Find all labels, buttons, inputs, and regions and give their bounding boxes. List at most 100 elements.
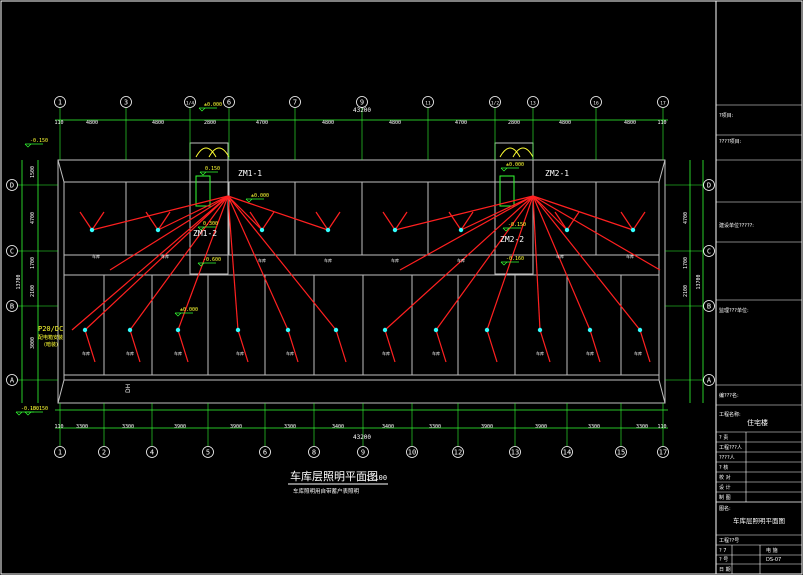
axis-label-top: 13 [530, 101, 536, 107]
axis-bubble-bottom [452, 446, 464, 458]
dim-text-top: 110 [54, 120, 63, 126]
dim-text-top: 4800 [152, 120, 164, 126]
room-label: 车库 [536, 350, 544, 356]
room-label: 车库 [258, 257, 266, 263]
room-label: 车库 [236, 350, 244, 356]
room-label: 车库 [391, 257, 399, 263]
wire [589, 329, 601, 363]
dim-text-top: 4700 [256, 120, 268, 126]
tb-row-key: 制 图 [719, 494, 731, 501]
elevation-text: ±0.000 [180, 307, 198, 313]
wire [145, 211, 159, 231]
tb-project-no: 工程??号 [719, 537, 739, 544]
wire [399, 195, 534, 271]
light-fixture [235, 327, 241, 333]
tb-phase-label: ? 7 [719, 548, 726, 554]
axis-bubble-bottom [259, 446, 271, 458]
wire [620, 211, 634, 231]
title-block [716, 104, 802, 574]
axis-bubble-top [590, 96, 602, 108]
axis-label-top: 7 [293, 99, 297, 107]
panel-label-zm2-1: ZM2-1 [545, 169, 569, 178]
wire [394, 211, 408, 231]
dim-text-top: 4800 [559, 120, 571, 126]
axis-bubble-side [703, 179, 715, 191]
elevation-text: -0.150 [30, 138, 48, 144]
stair-core-right [494, 142, 534, 275]
axis-label-bottom: 8 [312, 449, 316, 457]
room-label: 车库 [634, 350, 642, 356]
room-labels: 车库车库车库车库车库车库车库车库车库车库车库车库车库车库车库车库车库车库 [82, 253, 642, 356]
axis-label-bottom: 5 [206, 449, 210, 457]
axis-label-side: A [10, 377, 15, 385]
dim-text-top: 2800 [508, 120, 520, 126]
axis-bubble-bottom [509, 446, 521, 458]
axis-label-side: B [707, 303, 711, 311]
axis-label-top: 17 [660, 101, 666, 107]
dim-text-bottom: 3300 [636, 424, 648, 430]
wire [129, 195, 229, 331]
dim-text-bottom: 3300 [429, 424, 441, 430]
tb-drawing-label: 图名: [719, 505, 731, 512]
dim-text-bottom: 3900 [535, 424, 547, 430]
room-label: 车库 [92, 253, 100, 259]
wire [384, 195, 534, 331]
wire [632, 211, 646, 231]
room-partitions [103, 182, 622, 375]
light-fixture [127, 327, 133, 333]
panel-left-note: 配电箱安装 [38, 334, 63, 341]
axis-label-top: 1/4 [186, 101, 194, 107]
wire [84, 195, 229, 331]
axis-label-side: C [707, 248, 711, 256]
tb-project-name: 住宅楼 [747, 418, 768, 427]
elevation-symbol [500, 167, 519, 172]
wire [91, 211, 105, 231]
tb-design-unit: 工程名称: [719, 411, 741, 418]
elevation-symbol [174, 312, 193, 317]
elevation-text: -0.150 [508, 222, 526, 228]
light-fixture [392, 227, 398, 233]
light-fixture [333, 327, 339, 333]
axis-label-bottom: 4 [150, 449, 154, 457]
wire [532, 195, 568, 231]
dim-text-right: 2100 [683, 285, 689, 297]
dim-text-left: 2100 [30, 285, 36, 297]
dim-text-top: 4800 [86, 120, 98, 126]
wire [227, 195, 239, 331]
light-fixture [325, 227, 331, 233]
wire [486, 195, 534, 331]
dim-text-right: 1700 [683, 257, 689, 269]
dim-text-bottom: 3900 [481, 424, 493, 430]
dim-text-bottom: 3400 [332, 424, 344, 430]
wire [448, 211, 462, 231]
wire [460, 211, 474, 231]
axis-label-bottom: 17 [659, 449, 667, 457]
panel-label-left: P20/DC [38, 325, 63, 333]
dim-text-left: 4700 [30, 212, 36, 224]
axis-bubble-side [703, 245, 715, 257]
axis-bubble-bottom [202, 446, 214, 458]
elevation-text: ±0.000 [506, 162, 524, 168]
elevation-text: 0.150 [205, 166, 220, 172]
title-block-rows [716, 441, 802, 503]
elevation-text: -0.160 [506, 256, 524, 262]
room-label: 车库 [457, 257, 465, 263]
light-fixture [285, 327, 291, 333]
dim-text-right-total: 13700 [696, 274, 702, 289]
room-label: 车库 [324, 257, 332, 263]
panel-left-sub: (暗装) [44, 341, 58, 348]
light-fixture [637, 327, 643, 333]
axis-bubble-bottom [615, 446, 627, 458]
dim-text-top: 2800 [204, 120, 216, 126]
wire [639, 329, 651, 363]
total-dim-top: 43200 [353, 107, 371, 114]
axis-label-bottom: 14 [563, 449, 571, 457]
wire [435, 329, 447, 363]
wire [382, 211, 396, 231]
axis-bubble-bottom [98, 446, 110, 458]
tb-phase-value: 电 施 [766, 547, 778, 554]
wire [84, 329, 96, 363]
elevation-symbol [198, 107, 217, 112]
